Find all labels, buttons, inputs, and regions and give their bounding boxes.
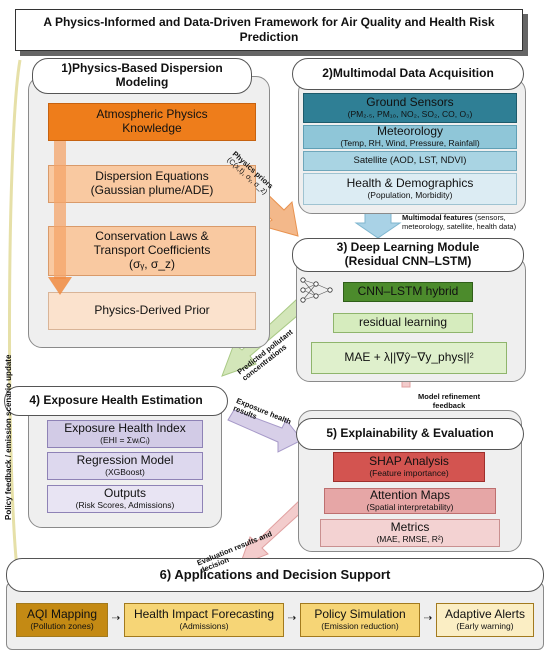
application-subtitle: (Pollution zones): [30, 621, 94, 632]
title-line-2: Prediction: [239, 30, 299, 44]
health-demographics-box: Health & Demographics (Population, Morbi…: [303, 173, 517, 205]
physics-derived-prior-label: Physics-Derived Prior: [94, 303, 210, 318]
module-1-flow-arrow: [48, 141, 72, 295]
module-4-title-label: 4) Exposure Health Estimation: [29, 393, 203, 408]
module-4-title: 4) Exposure Health Estimation: [4, 386, 228, 416]
satellite-box: Satellite (AOD, LST, NDVI): [303, 151, 517, 171]
application-subtitle: (Emission reduction): [321, 621, 399, 632]
multimodal-features-label: Multimodal features (sensors, meteorolog…: [402, 213, 517, 231]
ground-sensors-line-2: (PM₂.₅, PM₁₀, NO₂, SO₂, CO, O₃): [347, 109, 473, 120]
conservation-laws-line-1: Conservation Laws &: [95, 229, 209, 244]
module-3-title-line-1: 3) Deep Learning Module: [336, 240, 480, 255]
title-box: A Physics-Informed and Data-Driven Frame…: [15, 9, 523, 51]
dispersion-equations-box: Dispersion Equations (Gaussian plume/ADE…: [48, 165, 256, 203]
module-5-title: 5) Explainability & Evaluation: [296, 418, 524, 450]
model-refinement-line-2: feedback: [432, 400, 466, 410]
policy-feedback-label: Policy feedback / emission scenario upda…: [4, 355, 13, 520]
conservation-laws-box: Conservation Laws & Transport Coefficien…: [48, 226, 256, 276]
meteorology-line-2: (Temp, RH, Wind, Pressure, Rainfall): [340, 138, 480, 149]
residual-learning-box: residual learning: [333, 313, 473, 333]
metrics-box: Metrics (MAE, RMSE, R²): [320, 519, 500, 547]
ground-sensors-box: Ground Sensors (PM₂.₅, PM₁₀, NO₂, SO₂, C…: [303, 93, 517, 123]
shap-analysis-line-1: SHAP Analysis: [369, 454, 449, 469]
model-refinement-label: Model refinement feedback: [418, 392, 481, 410]
dispersion-equations-line-1: Dispersion Equations: [95, 169, 209, 184]
dashed-arrow-icon: ⇢: [423, 613, 433, 624]
application-subtitle: (Admissions): [179, 621, 229, 632]
loss-function-label: MAE + λ||∇ŷ−∇y_phys||²: [344, 350, 474, 365]
conservation-laws-line-2: Transport Coefficients: [93, 243, 211, 258]
applications-row: AQI Mapping(Pollution zones)⇢Health Impa…: [16, 603, 536, 637]
metrics-line-1: Metrics: [390, 520, 430, 535]
dispersion-equations-line-2: (Gaussian plume/ADE): [90, 183, 214, 197]
atmospheric-physics-line-2: Knowledge: [122, 121, 182, 135]
module-1-title-line-1: 1)Physics-Based Dispersion: [61, 61, 223, 76]
atmospheric-physics-line-1: Atmospheric Physics: [96, 107, 208, 122]
shap-analysis-line-2: (Feature importance): [369, 468, 449, 479]
ground-sensors-line-1: Ground Sensors: [366, 95, 454, 110]
policy-feedback-arrow: [8, 59, 22, 591]
application-name: Policy Simulation: [314, 607, 406, 622]
application-box: Policy Simulation(Emission reduction): [300, 603, 420, 637]
multimodal-features-bold: Multimodal features: [402, 213, 473, 222]
cnn-lstm-hybrid-label: CNN–LSTM hybrid: [357, 284, 459, 299]
residual-learning-label: residual learning: [358, 315, 448, 330]
regression-model-line-2: (XGBoost): [105, 467, 145, 478]
module-2-title-label: 2)Multimodal Data Acquisition: [322, 66, 494, 81]
health-demographics-line-2: (Population, Morbidity): [367, 190, 453, 201]
outputs-line-2: (Risk Scores, Admissions): [75, 500, 175, 511]
application-box: Health Impact Forecasting(Admissions): [124, 603, 284, 637]
physics-derived-prior-box: Physics-Derived Prior: [48, 292, 256, 330]
exposure-health-index-line-2: (EHI = ΣwᵢCᵢ): [100, 435, 150, 446]
module-6-title: 6) Applications and Decision Support: [6, 558, 544, 592]
outputs-box: Outputs (Risk Scores, Admissions): [47, 485, 203, 513]
atmospheric-physics-box: Atmospheric Physics Knowledge: [48, 103, 256, 141]
exposure-health-index-box: Exposure Health Index (EHI = ΣwᵢCᵢ): [47, 420, 203, 448]
dashed-arrow-icon: ⇢: [111, 613, 121, 624]
dashed-arrow-icon: ⇢: [287, 613, 297, 624]
shap-analysis-box: SHAP Analysis (Feature importance): [333, 452, 485, 482]
module-1-title-line-2: Modeling: [115, 75, 169, 89]
attention-maps-line-1: Attention Maps: [369, 488, 451, 503]
attention-maps-line-2: (Spatial interpretability): [366, 502, 454, 513]
regression-model-line-1: Regression Model: [76, 453, 174, 468]
attention-maps-box: Attention Maps (Spatial interpretability…: [324, 488, 496, 514]
health-demographics-line-1: Health & Demographics: [346, 176, 474, 191]
metrics-line-2: (MAE, RMSE, R²): [376, 534, 444, 545]
application-subtitle: (Early warning): [456, 621, 514, 632]
exposure-health-index-line-1: Exposure Health Index: [64, 421, 186, 436]
multimodal-features-arrow: [354, 209, 402, 239]
policy-feedback-text: Policy feedback / emission scenario upda…: [4, 354, 13, 520]
meteorology-line-1: Meteorology: [376, 124, 444, 139]
application-name: Health Impact Forecasting: [133, 607, 275, 622]
module-5-title-label: 5) Explainability & Evaluation: [326, 426, 494, 441]
application-name: AQI Mapping: [26, 607, 98, 622]
application-name: Adaptive Alerts: [444, 607, 526, 622]
module-3-title-line-2: (Residual CNN–LSTM): [344, 254, 472, 268]
module-1-title: 1)Physics-Based Dispersion Modeling: [32, 58, 252, 94]
module-6-title-label: 6) Applications and Decision Support: [159, 566, 391, 582]
meteorology-box: Meteorology (Temp, RH, Wind, Pressure, R…: [303, 124, 517, 149]
regression-model-box: Regression Model (XGBoost): [47, 452, 203, 480]
multimodal-features-line-2: meteorology, satellite, health data): [402, 221, 517, 231]
outputs-line-1: Outputs: [103, 486, 147, 501]
neural-network-icon: [300, 277, 333, 303]
application-box: Adaptive Alerts(Early warning): [436, 603, 534, 637]
satellite-label: Satellite (AOD, LST, NDVI): [353, 154, 467, 166]
multimodal-features-rest: (sensors,: [472, 213, 506, 222]
application-box: AQI Mapping(Pollution zones): [16, 603, 108, 637]
module-2-title: 2)Multimodal Data Acquisition: [292, 58, 524, 90]
model-refinement-line-1: Model refinement: [418, 392, 481, 401]
exposure-results-arrow: [227, 409, 303, 453]
loss-function-box: MAE + λ||∇ŷ−∇y_phys||²: [311, 342, 507, 374]
conservation-laws-line-3: (σᵧ, σ_z): [128, 256, 175, 271]
cnn-lstm-hybrid-box: CNN–LSTM hybrid: [343, 282, 473, 302]
module-3-title: 3) Deep Learning Module (Residual CNN–LS…: [292, 238, 524, 272]
title-line-1: A Physics-Informed and Data-Driven Frame…: [43, 15, 495, 29]
